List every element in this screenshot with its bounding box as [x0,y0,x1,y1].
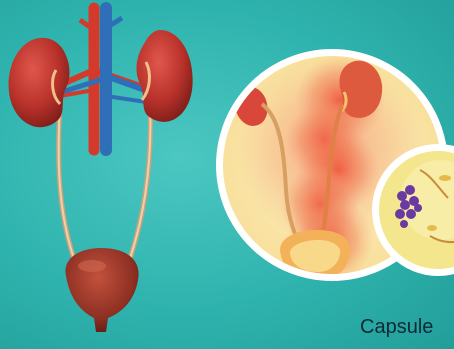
bladder [65,248,138,332]
right-kidney [137,30,193,122]
urinary-system [9,8,193,332]
caption-text: Capsule [360,316,433,339]
left-ureter [59,100,78,270]
left-kidney [9,38,70,127]
